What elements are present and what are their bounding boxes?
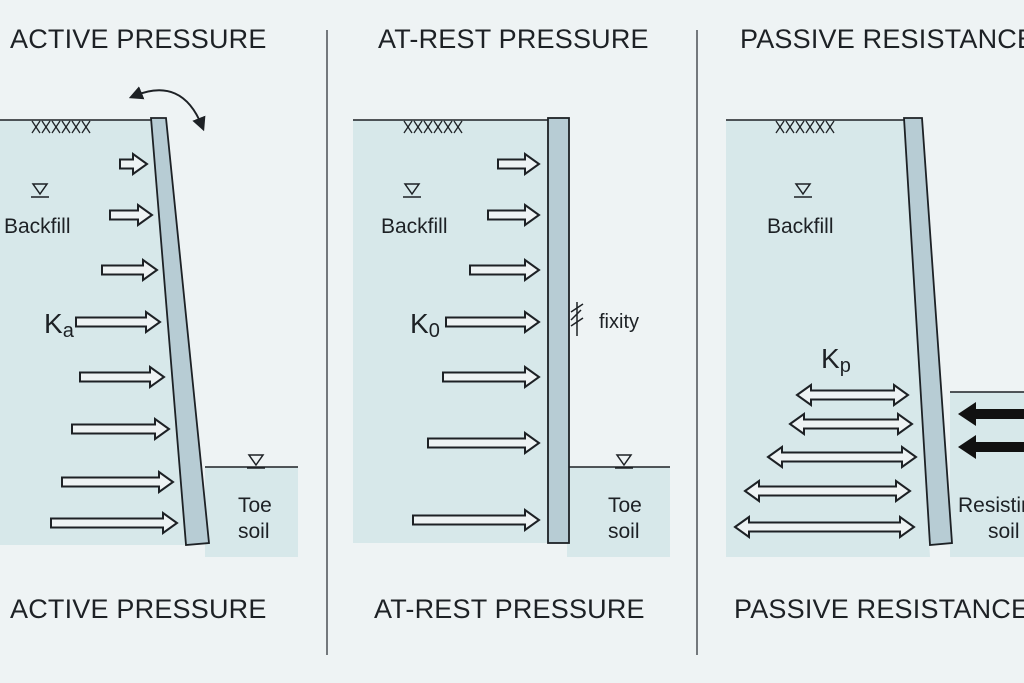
coefficient-symbol: K [821,343,840,374]
rotation-arrow [128,86,206,132]
ground-hatch-symbol [775,120,835,134]
pressure-arrow [442,365,541,389]
panel-at-rest: fixity Backfill K0 Toe soil [353,117,670,557]
coefficient-label: Kp [821,343,851,377]
panel3-title-bottom: PASSIVE RESISTANCE [734,594,1024,624]
pressure-arrow [427,431,541,455]
resisting-label-line2: soil [988,520,1020,543]
toe-soil [567,467,670,557]
fixity-label: fixity [599,311,639,333]
pressure-arrows-at-rest [412,152,541,532]
ground-hatch-symbol [31,120,91,134]
panel3-title-top: PASSIVE RESISTANCE [740,24,1024,54]
pressure-arrow [101,258,159,282]
retaining-wall [547,117,570,544]
coefficient-symbol: K [410,308,429,339]
toe-soil [205,467,298,557]
pressure-arrow [75,310,162,334]
pressure-arrow [71,417,171,441]
resisting-force-arrow [958,402,1024,426]
resisting-soil [950,392,1024,557]
toe-label-line2: soil [608,520,640,543]
resisting-force-arrows [958,402,1024,459]
panel-active: Backfill Ka Toe soil [0,86,298,557]
pressure-arrow [109,203,154,227]
toe-label-line2: soil [238,520,270,543]
water-table-symbol [31,183,49,198]
panel1-title-bottom: ACTIVE PRESSURE [10,594,267,624]
backfill-soil [726,120,930,557]
toe-label-line1: Toe [238,494,272,517]
coefficient-subscript: 0 [429,320,440,342]
panel2-title-top: AT-REST PRESSURE [378,24,649,54]
coefficient-label: Ka [44,308,75,342]
double-pressure-arrow [788,412,914,436]
pressure-arrow [61,470,175,494]
panel2-title-bottom: AT-REST PRESSURE [374,594,645,624]
pressure-arrow [119,152,149,176]
coefficient-symbol: K [44,308,63,339]
double-pressure-arrow [733,515,916,539]
ground-hatch-symbol [403,120,463,134]
toe-water-table-symbol [247,454,265,469]
resisting-label-line1: Resisting [958,494,1024,517]
pressure-arrow [487,203,541,227]
panel-passive: Backfill Kp Resisting soil [726,117,1024,557]
toe-label-line1: Toe [608,494,642,517]
backfill-label: Backfill [4,215,71,238]
panel1-title-top: ACTIVE PRESSURE [10,24,267,54]
pressure-arrows-passive [733,383,918,539]
fixity-symbol [570,302,584,336]
retaining-wall [903,117,953,546]
pressure-arrow [469,258,541,282]
pressure-arrow [79,365,166,389]
double-pressure-arrow [743,479,912,503]
pressure-arrows-active [50,152,179,535]
backfill-soil [0,120,186,545]
pressure-arrow [412,508,541,532]
water-table-symbol [794,183,812,198]
double-pressure-arrow [795,383,910,407]
resisting-force-arrow [958,435,1024,459]
coefficient-subscript: a [63,320,75,342]
backfill-label: Backfill [381,215,448,238]
double-pressure-arrow [766,445,918,469]
water-table-symbol [403,183,421,198]
pressure-arrow [50,511,179,535]
coefficient-subscript: p [840,355,851,377]
pressure-arrow [497,152,541,176]
toe-water-table-symbol [615,454,633,469]
backfill-soil [353,120,548,543]
coefficient-label: K0 [410,308,440,342]
backfill-label: Backfill [767,215,834,238]
pressure-arrow [445,310,541,334]
